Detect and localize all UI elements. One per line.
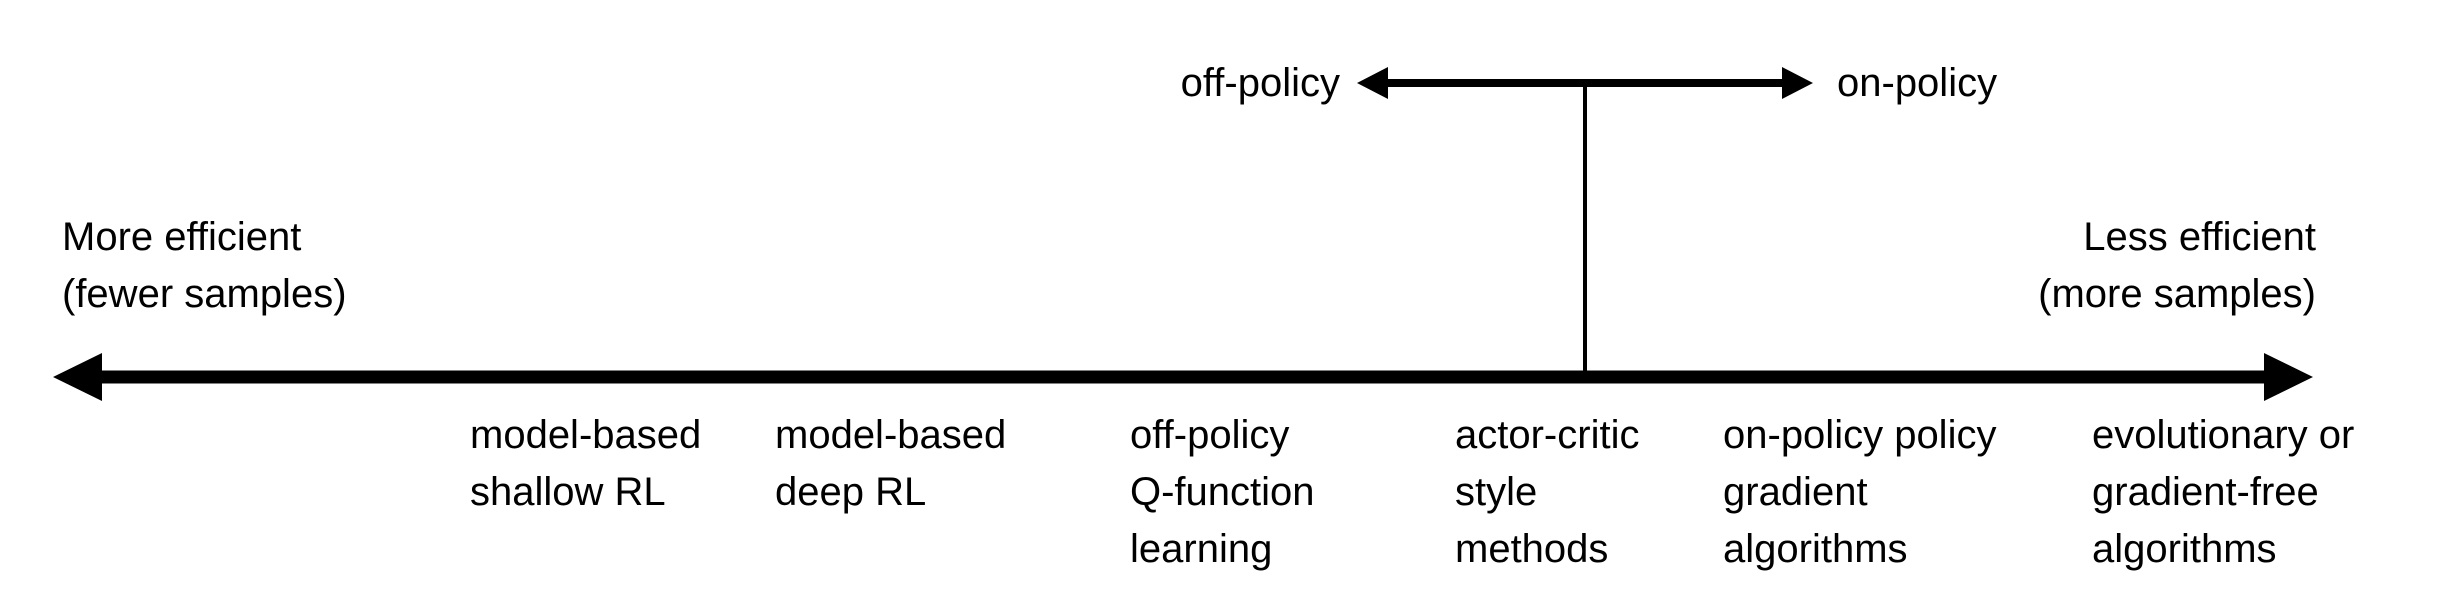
category-line: algorithms [2092, 527, 2277, 571]
main-axis-double-arrow-icon [53, 353, 2313, 401]
category-line: Q-function [1130, 470, 1315, 514]
efficiency-more-line1: More efficient [62, 215, 302, 259]
efficiency-less-line1: Less efficient [2083, 215, 2316, 259]
category-line: learning [1130, 527, 1273, 571]
category-line: style [1455, 470, 1538, 514]
top-axis-double-arrow-icon [1357, 67, 1813, 99]
category-line: methods [1455, 527, 1609, 571]
category-line: gradient [1723, 470, 1868, 514]
category-line: actor-critic [1455, 413, 1640, 457]
category-line: shallow RL [470, 470, 666, 514]
category-model-based-shallow-rl: model-based shallow RL [470, 407, 701, 521]
efficiency-less-line2: (more samples) [2038, 272, 2316, 316]
category-line: off-policy [1130, 413, 1290, 457]
category-line: on-policy policy [1723, 413, 1997, 457]
efficiency-more-line2: (fewer samples) [62, 272, 347, 316]
category-line: evolutionary or [2092, 413, 2355, 457]
category-evolutionary-or-gradient-free-algorithms: evolutionary or gradient-free algorithms [2092, 407, 2354, 578]
category-line: model-based [775, 413, 1007, 457]
category-on-policy-policy-gradient-algorithms: on-policy policy gradient algorithms [1723, 407, 1996, 578]
top-axis-left-label: off-policy [1180, 61, 1340, 105]
efficiency-more-label: More efficient (fewer samples) [62, 209, 347, 323]
category-actor-critic-style-methods: actor-critic style methods [1455, 407, 1639, 578]
category-line: deep RL [775, 470, 927, 514]
category-line: gradient-free [2092, 470, 2319, 514]
category-line: algorithms [1723, 527, 1908, 571]
top-axis-right-label: on-policy [1837, 61, 1998, 105]
category-line: model-based [470, 413, 702, 457]
category-model-based-deep-rl: model-based deep RL [775, 407, 1006, 521]
category-off-policy-q-function-learning: off-policy Q-function learning [1130, 407, 1315, 578]
efficiency-less-label: Less efficient (more samples) [2038, 209, 2316, 323]
